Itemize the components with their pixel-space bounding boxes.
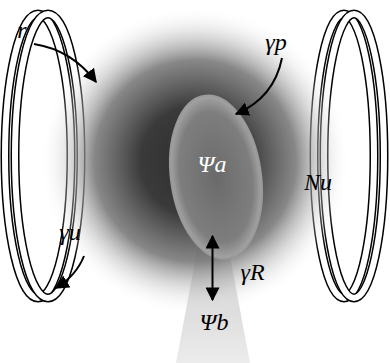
output-beam: Ψb — [180, 296, 246, 356]
condensate: Ψa — [168, 92, 264, 262]
leader-arrow — [34, 44, 96, 82]
symbol-label: r — [17, 18, 26, 42]
node-label: Ψb — [200, 310, 229, 334]
leader-arrow — [236, 58, 282, 114]
atom-cloud: Nu Ψa — [40, 6, 350, 316]
node-label: Ψa — [198, 152, 227, 176]
edge-label: γR — [240, 260, 264, 284]
rate-arrow — [212, 236, 214, 300]
symbol-label: γp — [265, 30, 286, 54]
symbol-label: γu — [59, 220, 80, 244]
node-label: Nu — [304, 170, 332, 194]
leader-arrow — [56, 256, 84, 288]
shape-outline — [168, 92, 264, 262]
shape-outline — [40, 6, 350, 316]
